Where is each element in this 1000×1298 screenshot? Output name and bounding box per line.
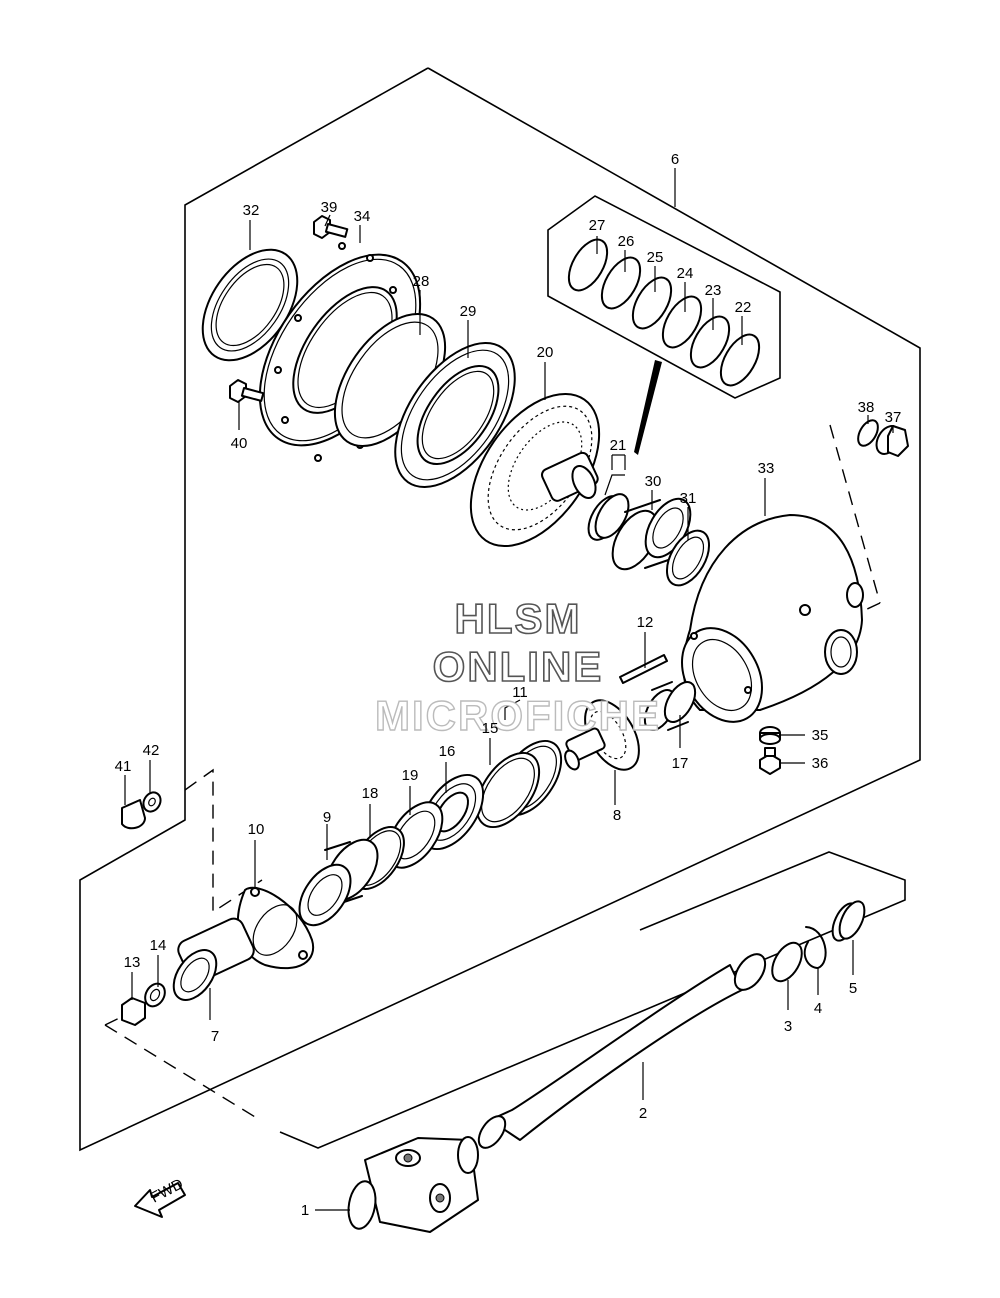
callout-21: 21 <box>610 437 627 454</box>
part-36-nut <box>759 747 781 775</box>
callout-28: 28 <box>413 273 430 290</box>
assembly-frame-shaft <box>279 851 906 1149</box>
part-5-spring <box>831 900 866 942</box>
part-4-circlip <box>803 926 827 969</box>
part-12-stud <box>619 654 668 684</box>
watermark-line-2: ONLINE <box>433 643 604 690</box>
part-14-washer <box>144 982 166 1008</box>
watermark-line-1: HLSM <box>455 595 582 642</box>
callout-11: 11 <box>512 684 528 701</box>
assembly-frame-main <box>79 67 921 1152</box>
part-20-bevel-gear <box>469 392 601 548</box>
callout-1: 1 <box>301 1202 309 1219</box>
callout-36: 36 <box>812 755 829 772</box>
callout-14: 14 <box>150 937 167 954</box>
part-21-shims <box>587 493 630 541</box>
part-15-ring <box>475 751 541 829</box>
callout-22: 22 <box>735 299 752 316</box>
part-9-retainer <box>298 838 379 927</box>
part-39-bolt <box>313 215 349 239</box>
callout-30: 30 <box>645 473 662 490</box>
callout-13: 13 <box>124 954 141 971</box>
callout-17: 17 <box>672 755 689 772</box>
part-35-nut <box>759 726 781 745</box>
callout-4: 4 <box>814 1000 822 1017</box>
part-8-bevel-pinion <box>564 699 640 771</box>
watermark-line-3: MICROFICHE <box>375 692 661 739</box>
callout-9: 9 <box>323 809 331 826</box>
part-7-bushing <box>172 917 255 1001</box>
callout-10: 10 <box>248 821 265 838</box>
callout-38: 38 <box>858 399 875 416</box>
part-42-washer <box>142 791 162 813</box>
callout-labels: 1 2 3 4 5 6 7 8 9 10 11 12 13 14 15 16 1… <box>115 151 902 1219</box>
callout-18: 18 <box>362 785 379 802</box>
callout-5: 5 <box>849 980 857 997</box>
callout-12: 12 <box>637 614 654 631</box>
part-17-bearing <box>643 681 697 731</box>
callout-16: 16 <box>439 743 456 760</box>
part-13-nut <box>121 997 146 1026</box>
callout-23: 23 <box>705 282 722 299</box>
callout-40: 40 <box>231 435 248 452</box>
part-29-bearing <box>394 342 516 488</box>
part-32-oil-seal <box>201 248 299 362</box>
callout-27: 27 <box>589 217 606 234</box>
part-33-gear-case <box>681 514 864 723</box>
callout-26: 26 <box>618 233 635 250</box>
callout-33: 33 <box>758 460 775 477</box>
callout-32: 32 <box>243 202 260 219</box>
part-1-universal-joint <box>347 1136 479 1233</box>
callout-42: 42 <box>143 742 160 759</box>
callout-7: 7 <box>211 1028 219 1045</box>
callout-24: 24 <box>677 265 694 282</box>
watermark: HLSM ONLINE MICROFICHE <box>374 594 661 740</box>
callout-41: 41 <box>115 758 132 775</box>
callout-37: 37 <box>885 409 902 426</box>
callout-8: 8 <box>613 807 621 824</box>
part-37-plug <box>875 425 909 457</box>
callout-31: 31 <box>680 490 697 507</box>
leader-lines <box>124 168 894 1211</box>
callout-6: 6 <box>671 151 679 168</box>
part-41-cap-nut <box>121 799 146 830</box>
part-2-propeller-shaft <box>477 953 767 1149</box>
part-3-ring <box>771 941 803 983</box>
part-31-ring <box>665 529 711 587</box>
callout-29: 29 <box>460 303 477 320</box>
callout-35: 35 <box>812 727 829 744</box>
callout-34: 34 <box>354 208 371 225</box>
callout-20: 20 <box>537 344 554 361</box>
callout-2: 2 <box>639 1105 647 1122</box>
callout-39: 39 <box>321 199 338 216</box>
callout-19: 19 <box>402 767 419 784</box>
shim-set-frame <box>547 195 781 399</box>
callout-3: 3 <box>784 1018 792 1035</box>
part-40-bolt <box>229 379 265 403</box>
callout-25: 25 <box>647 249 664 266</box>
callout-15: 15 <box>482 720 499 737</box>
fwd-arrow-icon: FWD <box>134 1175 186 1218</box>
part-38-gasket <box>857 419 879 447</box>
